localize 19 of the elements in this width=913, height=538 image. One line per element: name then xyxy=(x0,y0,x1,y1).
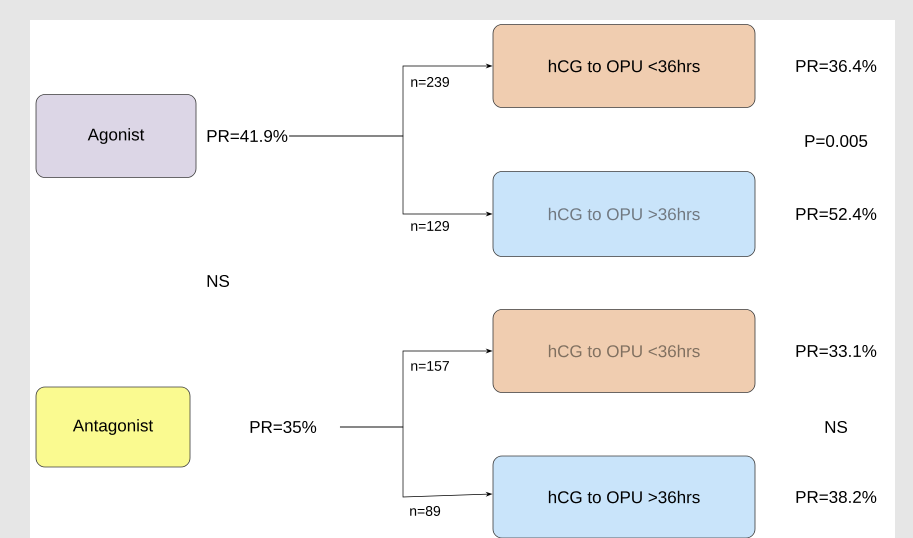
edge-label: n=89 xyxy=(408,505,442,517)
process-box: Agonist xyxy=(36,94,196,178)
process-box: hCG to OPU <36hrs xyxy=(492,309,756,393)
rate-label: PR=33.1% xyxy=(796,344,876,358)
process-box: hCG to OPU >36hrs xyxy=(492,171,756,257)
rate-label: PR=52.4% xyxy=(796,208,876,220)
stat-label: NS xyxy=(826,420,848,434)
edge-label: n=129 xyxy=(409,220,451,232)
stat-label: P=0.005 xyxy=(806,134,868,148)
process-box: hCG to OPU <36hrs xyxy=(492,24,756,108)
process-box: Antagonist xyxy=(36,386,190,468)
edge-label: n=157 xyxy=(409,360,451,372)
rate-label: PR=38.2% xyxy=(796,490,876,504)
edge-label: n=239 xyxy=(409,76,451,88)
rate-label: PR=36.4% xyxy=(796,60,876,72)
rate-label: PR=41.9% xyxy=(208,130,288,142)
process-box: hCG to OPU >36hrs xyxy=(492,456,756,538)
rate-label: PR=35% xyxy=(250,420,316,434)
stat-label: NS xyxy=(208,274,230,288)
